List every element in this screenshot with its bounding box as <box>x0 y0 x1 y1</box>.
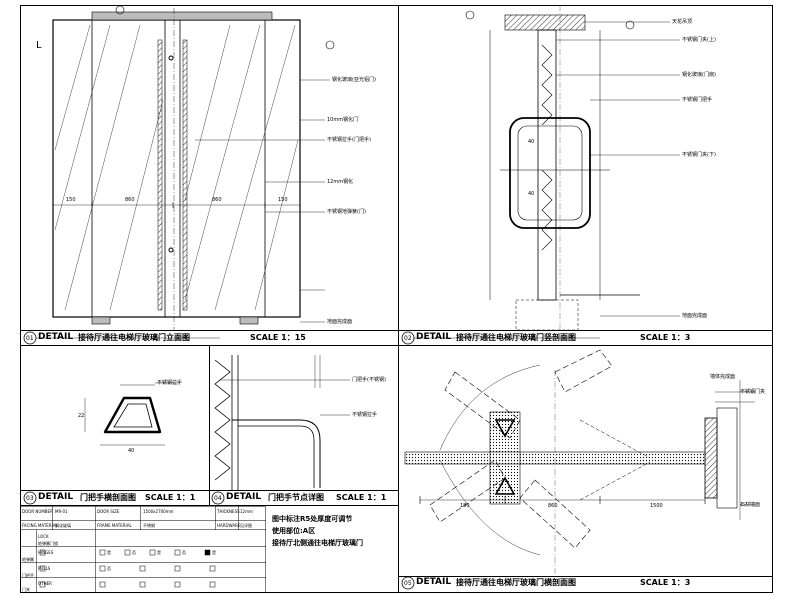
panel-c-title: 门把手横剖面图 <box>80 493 136 502</box>
panel-e-title: 接待厅通往电梯厅玻璃门横剖面图 <box>456 578 576 587</box>
callout-plan-1: 墙体完成面 <box>710 374 736 380</box>
callout-node-2: 不锈钢拉手 <box>352 412 378 418</box>
table-pulls-value: 门把手 <box>22 573 34 578</box>
panel-c-detail-word: DETAIL <box>38 492 74 502</box>
checkbox-label-5: 是 <box>212 550 216 555</box>
callout-sec-2: 钢化玻璃(门扇) <box>682 72 716 78</box>
panel-a-scale: SCALE 1：15 <box>250 333 306 342</box>
dim-elev-w3: 860 <box>212 197 222 203</box>
dim-plan-d3: 1500 <box>650 503 663 509</box>
table-facing-value: 钢化玻璃 <box>55 523 71 528</box>
callout-plan-3: 石材墙面 <box>740 502 761 508</box>
panel-c-scale: SCALE 1：1 <box>145 493 196 502</box>
dim-handle-width: 40 <box>128 448 135 454</box>
callout-sec-top: 天花吊顶 <box>672 19 693 25</box>
panel-b-scale: SCALE 1：3 <box>640 333 691 342</box>
table-hinges-value: 地弹簧 <box>22 557 34 562</box>
note-adjustable-thickness: 图中标注R5处厚度可调节 <box>272 515 353 523</box>
panel-e-code: 05 <box>404 580 412 587</box>
panel-b-detail-word: DETAIL <box>416 332 452 342</box>
table-lock-label: LOCK <box>38 534 49 539</box>
panel-e-scale: SCALE 1：3 <box>640 578 691 587</box>
checkbox-label-6: 否 <box>107 566 111 571</box>
title-bars <box>23 331 600 590</box>
dim-elev-w2: 860 <box>125 197 135 203</box>
dim-section-d2: 40 <box>528 191 535 197</box>
callout-elev-3: 不锈钢拉手(门把手) <box>327 137 371 143</box>
panel-a-detail-word: DETAIL <box>38 332 74 342</box>
svg-text:L: L <box>36 40 42 51</box>
table-other-label: OTHER <box>38 581 52 586</box>
callout-elev-floor: 地面完成面 <box>327 319 353 325</box>
table-hardware-value: 见详图 <box>240 523 252 528</box>
hardware-schedule-grid <box>20 506 266 593</box>
dim-plan-d2: 860 <box>548 503 558 509</box>
dim-plan-d1: 180 <box>460 503 470 509</box>
table-facing-label: FACING MATERIAL <box>22 523 58 528</box>
callout-sec-1: 不锈钢门夹(上) <box>682 37 716 43</box>
table-door-size-value: 1500x2700mm <box>143 509 174 514</box>
panel-b-code: 02 <box>404 335 412 342</box>
door-horizontal-section-drawing <box>404 349 755 580</box>
table-lock-value: 地弹簧门锁 <box>38 541 58 546</box>
callout-elev-5: 不锈钢地弹簧(门) <box>327 209 366 215</box>
table-door-size-label: DOOR SIZE <box>97 509 120 514</box>
panel-b-title: 接待厅通往电梯厅玻璃门竖剖面图 <box>456 333 576 342</box>
panel-a-title: 接待厅通往电梯厅玻璃门立面图 <box>78 333 190 342</box>
door-elevation-drawing: L <box>36 5 335 330</box>
door-vertical-section-drawing <box>465 5 680 331</box>
callout-elev-top: 钢化玻璃(亚光铝门) <box>332 77 376 83</box>
callout-handle-1: 不锈钢拉手 <box>157 380 183 386</box>
dim-elev-w1: 150 <box>66 197 76 203</box>
callout-sec-4: 不锈钢门夹(下) <box>682 152 716 158</box>
checkbox-label-4: 否 <box>182 550 186 555</box>
panel-d-scale: SCALE 1：1 <box>336 493 387 502</box>
table-hinges-label: HINGES <box>38 550 54 555</box>
handle-node-detail-drawing <box>214 355 350 490</box>
table-thickness-value: 12mm <box>240 509 253 514</box>
dim-elev-w4: 150 <box>278 197 288 203</box>
table-hardware-label: HARDWARE <box>217 523 241 528</box>
panel-c-code: 03 <box>26 495 34 502</box>
callout-sec-3: 不锈钢门把手 <box>682 97 713 103</box>
sheet-frame <box>20 5 773 593</box>
panel-d-title: 门把手节点详图 <box>268 493 324 502</box>
note-usage-area: 使用部位:A区 <box>272 527 316 535</box>
callout-sec-floor: 地面完成面 <box>682 313 708 319</box>
checkbox-label-2: 否 <box>132 550 136 555</box>
table-thickness-label: THICKNESS <box>217 509 240 514</box>
panel-e-detail-word: DETAIL <box>416 577 452 587</box>
table-door-number-value: MR-01 <box>55 509 68 514</box>
table-frame-value: 不锈钢 <box>143 523 155 528</box>
callout-elev-2: 10mm钢化门 <box>327 117 359 123</box>
checkbox-label-1: 是 <box>107 550 111 555</box>
table-pulls-label: PULLS <box>38 566 51 571</box>
note-door-location: 接待厅北侧通往电梯厅玻璃门 <box>272 539 363 547</box>
handle-cross-section-drawing <box>84 382 180 446</box>
table-other-value: 门夹 <box>22 587 30 592</box>
checkbox-label-3: 是 <box>157 550 161 555</box>
dim-section-d1: 40 <box>528 139 535 145</box>
dim-handle-height: 22 <box>78 413 85 419</box>
table-frame-label: FRAME MATERIAL <box>97 523 132 528</box>
table-door-number-label: DOOR NUMBER <box>22 509 53 514</box>
panel-d-detail-word: DETAIL <box>226 492 262 502</box>
callout-plan-2: 不锈钢门夹 <box>740 389 766 395</box>
callout-elev-4: 12mm钢化 <box>327 179 354 185</box>
panel-a-code: 01 <box>26 335 34 342</box>
callout-node-1: 门把手(不锈钢) <box>352 377 386 383</box>
panel-d-code: 04 <box>214 495 222 502</box>
